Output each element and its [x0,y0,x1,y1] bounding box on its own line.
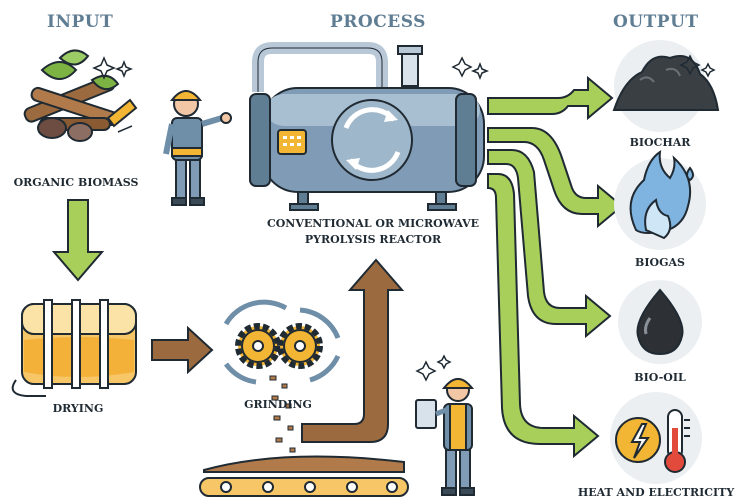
organic-biomass-icon [23,49,138,142]
grinding-label: GRINDING [244,398,312,411]
reactor-label-line1: CONVENTIONAL OR MICROWAVE [266,217,480,230]
biochar-icon [612,40,720,132]
process-header: PROCESS [330,12,426,32]
output-header: OUTPUT [613,12,699,32]
biochar-label: BIOCHAR [629,136,691,149]
arrow-biomass-to-drying [51,199,105,282]
arrow-conveyor-to-reactor [301,258,405,443]
sparkle-icon [451,56,490,81]
drying-label: DRYING [52,402,104,415]
drying-drum-icon [11,299,137,397]
arrow-to-heat-electricity [487,173,600,459]
organic-biomass-label: ORGANIC BIOMASS [13,176,139,189]
sparkle-icon [92,56,134,80]
biogas-flame-icon [614,149,706,250]
arrow-to-biochar [487,75,614,121]
worker-figure-bottom [415,378,475,496]
arrow-drying-to-grinding [151,325,214,375]
heat-electricity-label: HEAT AND ELECTRICITY [577,486,735,499]
bio-oil-drop-icon [618,280,702,364]
sparkle-icon [679,54,716,78]
ground-particles [269,375,296,453]
input-header: INPUT [47,12,114,32]
sparkle-icon [415,354,452,382]
heat-electricity-icon [610,392,702,484]
arrow-to-biogas [487,127,624,229]
worker-figure-top [163,90,232,206]
pyrolysis-reactor-icon [249,42,485,211]
arrow-to-bio-oil [487,149,612,339]
grinding-gears-icon [223,299,341,385]
conveyor-belt-icon [199,455,409,497]
bio-oil-label: BIO-OIL [634,371,686,384]
reactor-label-line2: PYROLYSIS REACTOR [304,233,442,246]
biogas-label: BIOGAS [635,256,685,269]
